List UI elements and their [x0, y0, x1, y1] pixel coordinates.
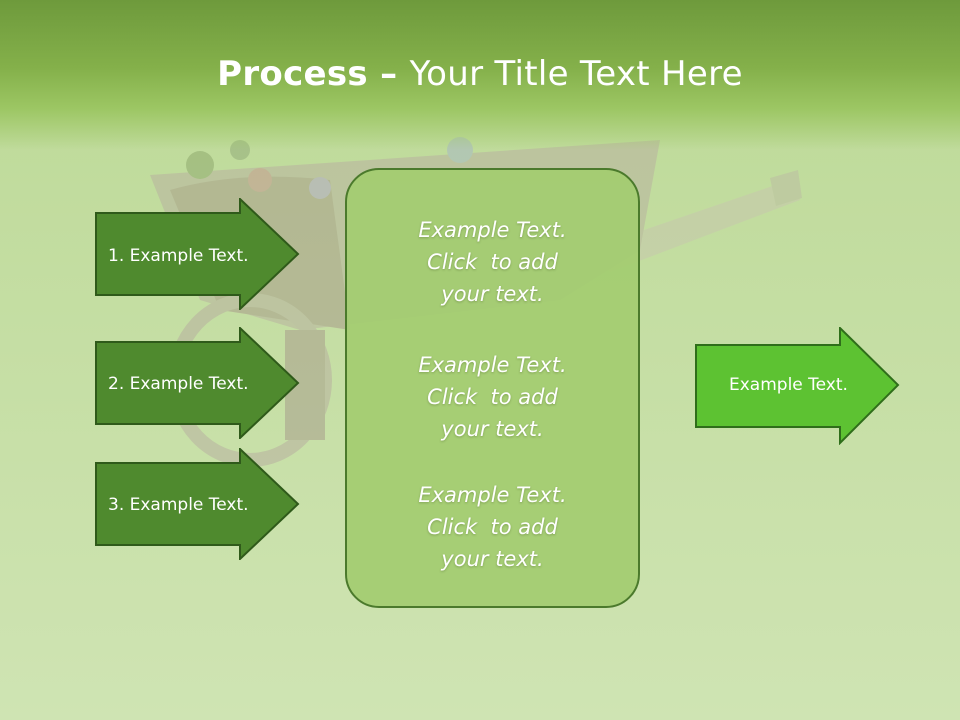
center-text-block-2: Example Text. Click to add your text.: [347, 349, 638, 445]
block-2-line-3: your text.: [441, 417, 544, 441]
block-1-line-3: your text.: [441, 282, 544, 306]
step-arrow-2[interactable]: [95, 327, 300, 439]
center-text-box[interactable]: Example Text. Click to add your text. Ex…: [345, 168, 640, 608]
block-2-line-1: Example Text.: [418, 353, 567, 377]
title-bold: Process: [217, 54, 368, 94]
center-text-block-1: Example Text. Click to add your text.: [347, 214, 638, 310]
block-2-line-2: Click to add: [427, 385, 558, 409]
block-1-line-2: Click to add: [427, 250, 558, 274]
block-1-line-1: Example Text.: [418, 218, 567, 242]
title-dash: –: [367, 54, 410, 94]
center-text-block-3: Example Text. Click to add your text.: [347, 479, 638, 575]
result-arrow[interactable]: [695, 327, 900, 445]
block-3-line-1: Example Text.: [418, 483, 567, 507]
step-arrow-1-label: 1. Example Text.: [108, 246, 249, 266]
step-arrow-1[interactable]: [95, 198, 300, 310]
title-rest: Your Title Text Here: [409, 54, 743, 94]
block-3-line-3: your text.: [441, 547, 544, 571]
slide-title[interactable]: Process – Your Title Text Here: [0, 52, 960, 96]
step-arrow-2-label: 2. Example Text.: [108, 374, 249, 394]
title-bar: [0, 0, 960, 150]
result-arrow-label: Example Text.: [729, 375, 848, 395]
block-3-line-2: Click to add: [427, 515, 558, 539]
step-arrow-3-label: 3. Example Text.: [108, 495, 249, 515]
step-arrow-3[interactable]: [95, 448, 300, 560]
